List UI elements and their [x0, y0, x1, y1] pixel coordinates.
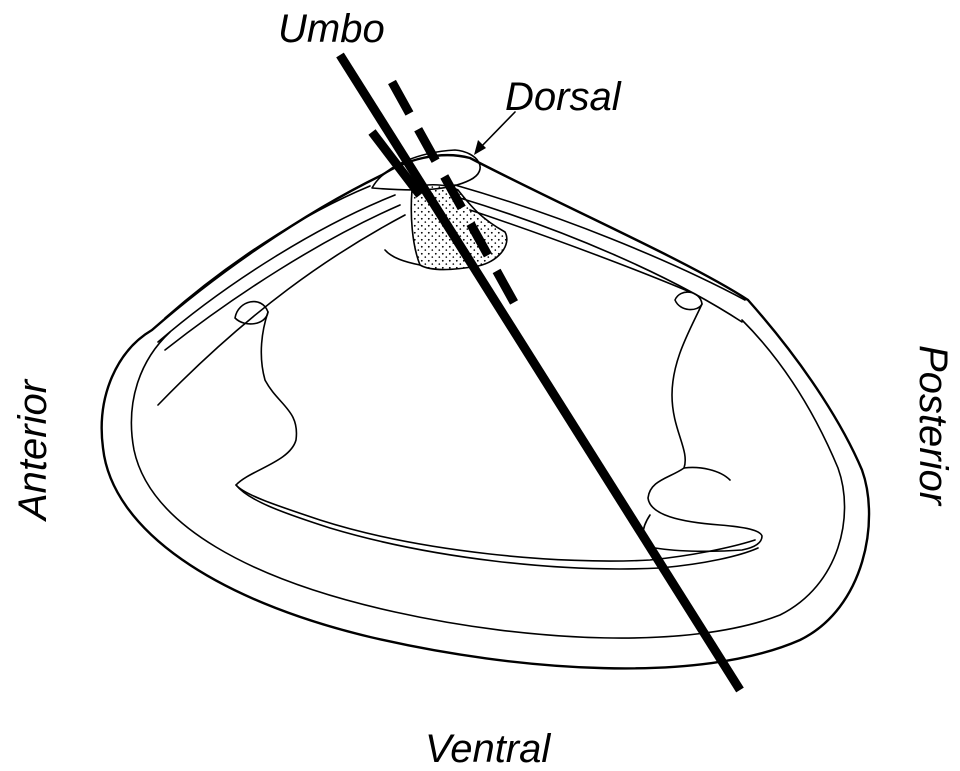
label-anterior: Anterior — [11, 378, 55, 522]
umbo-ventral-axis — [340, 55, 740, 690]
shell-inner-margin — [131, 320, 844, 638]
pallial-line-anterior — [236, 312, 755, 561]
label-posterior: Posterior — [911, 345, 955, 507]
label-dorsal: Dorsal — [505, 75, 622, 119]
hinge-line-anterior-2 — [165, 205, 400, 350]
label-ventral: Ventral — [425, 727, 551, 771]
pallial-sinus — [643, 304, 762, 551]
hinge-plate-edge — [385, 250, 420, 265]
hinge-line-posterior-2 — [460, 198, 742, 322]
dorsal-pointer-arrowhead — [474, 140, 486, 155]
pallial-sinus-inner — [684, 468, 730, 481]
anterior-adductor-scar — [235, 302, 268, 324]
posterior-adductor-scar — [675, 292, 702, 309]
hinge-line-anterior-1 — [158, 195, 395, 342]
hinge-line-anterior-4 — [165, 186, 370, 318]
label-umbo: Umbo — [278, 7, 385, 51]
hinge-line-anterior-3 — [158, 215, 405, 405]
dashed-axis-line — [392, 82, 516, 306]
